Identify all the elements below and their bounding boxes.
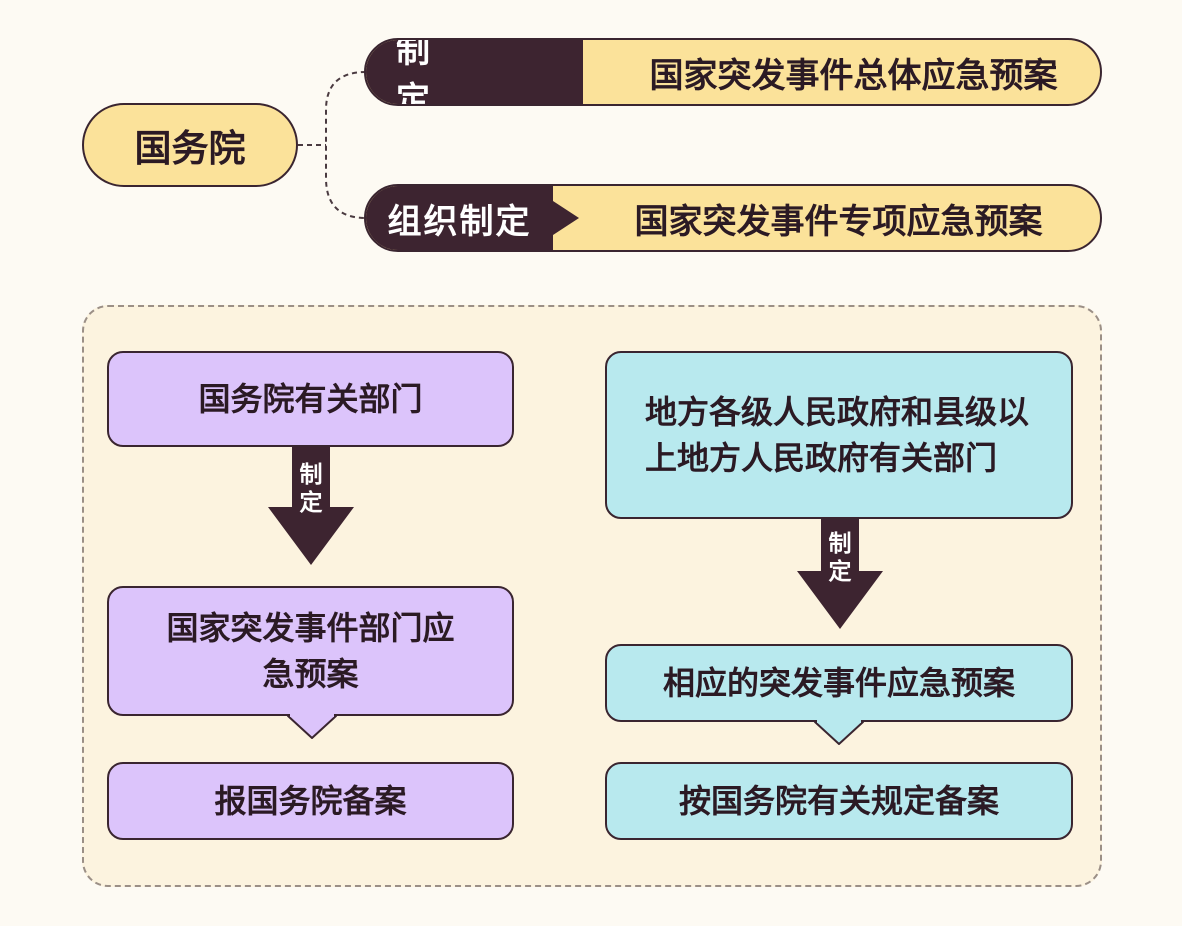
left-result-box: 国家突发事件部门应急预案 [107,586,514,716]
callout-pointer [814,720,864,745]
branch-object: 国家突发事件专项应急预案 [634,201,1043,242]
branch-verb: 组织制定 [366,186,553,250]
down-arrow-icon [268,447,354,565]
left-source-box: 国务院有关部门 [107,351,514,447]
left-arrow-label: 制 定 [299,462,323,516]
root-node: 国务院 [82,103,298,187]
branch-object: 国家突发事件总体应急预案 [649,55,1058,96]
down-arrow-icon [797,519,883,629]
branch-verb: 制 定 [366,40,583,104]
root-connector [298,71,367,219]
left-filing-box: 报国务院备案 [107,762,514,840]
right-arrow-label: 制 定 [828,531,852,585]
right-filing-box: 按国务院有关规定备案 [605,762,1073,840]
branch-special-plan: 组织制定 国家突发事件专项应急预案 [364,184,1102,252]
callout-pointer [287,714,337,739]
right-source-box: 地方各级人民政府和县级以上地方人民政府有关部门 [605,351,1073,519]
right-arrow-icon [553,55,579,89]
right-arrow-icon [553,201,579,235]
branch-general-plan: 制 定 国家突发事件总体应急预案 [364,38,1102,106]
root-label: 国务院 [134,127,246,170]
right-result-box: 相应的突发事件应急预案 [605,644,1073,722]
